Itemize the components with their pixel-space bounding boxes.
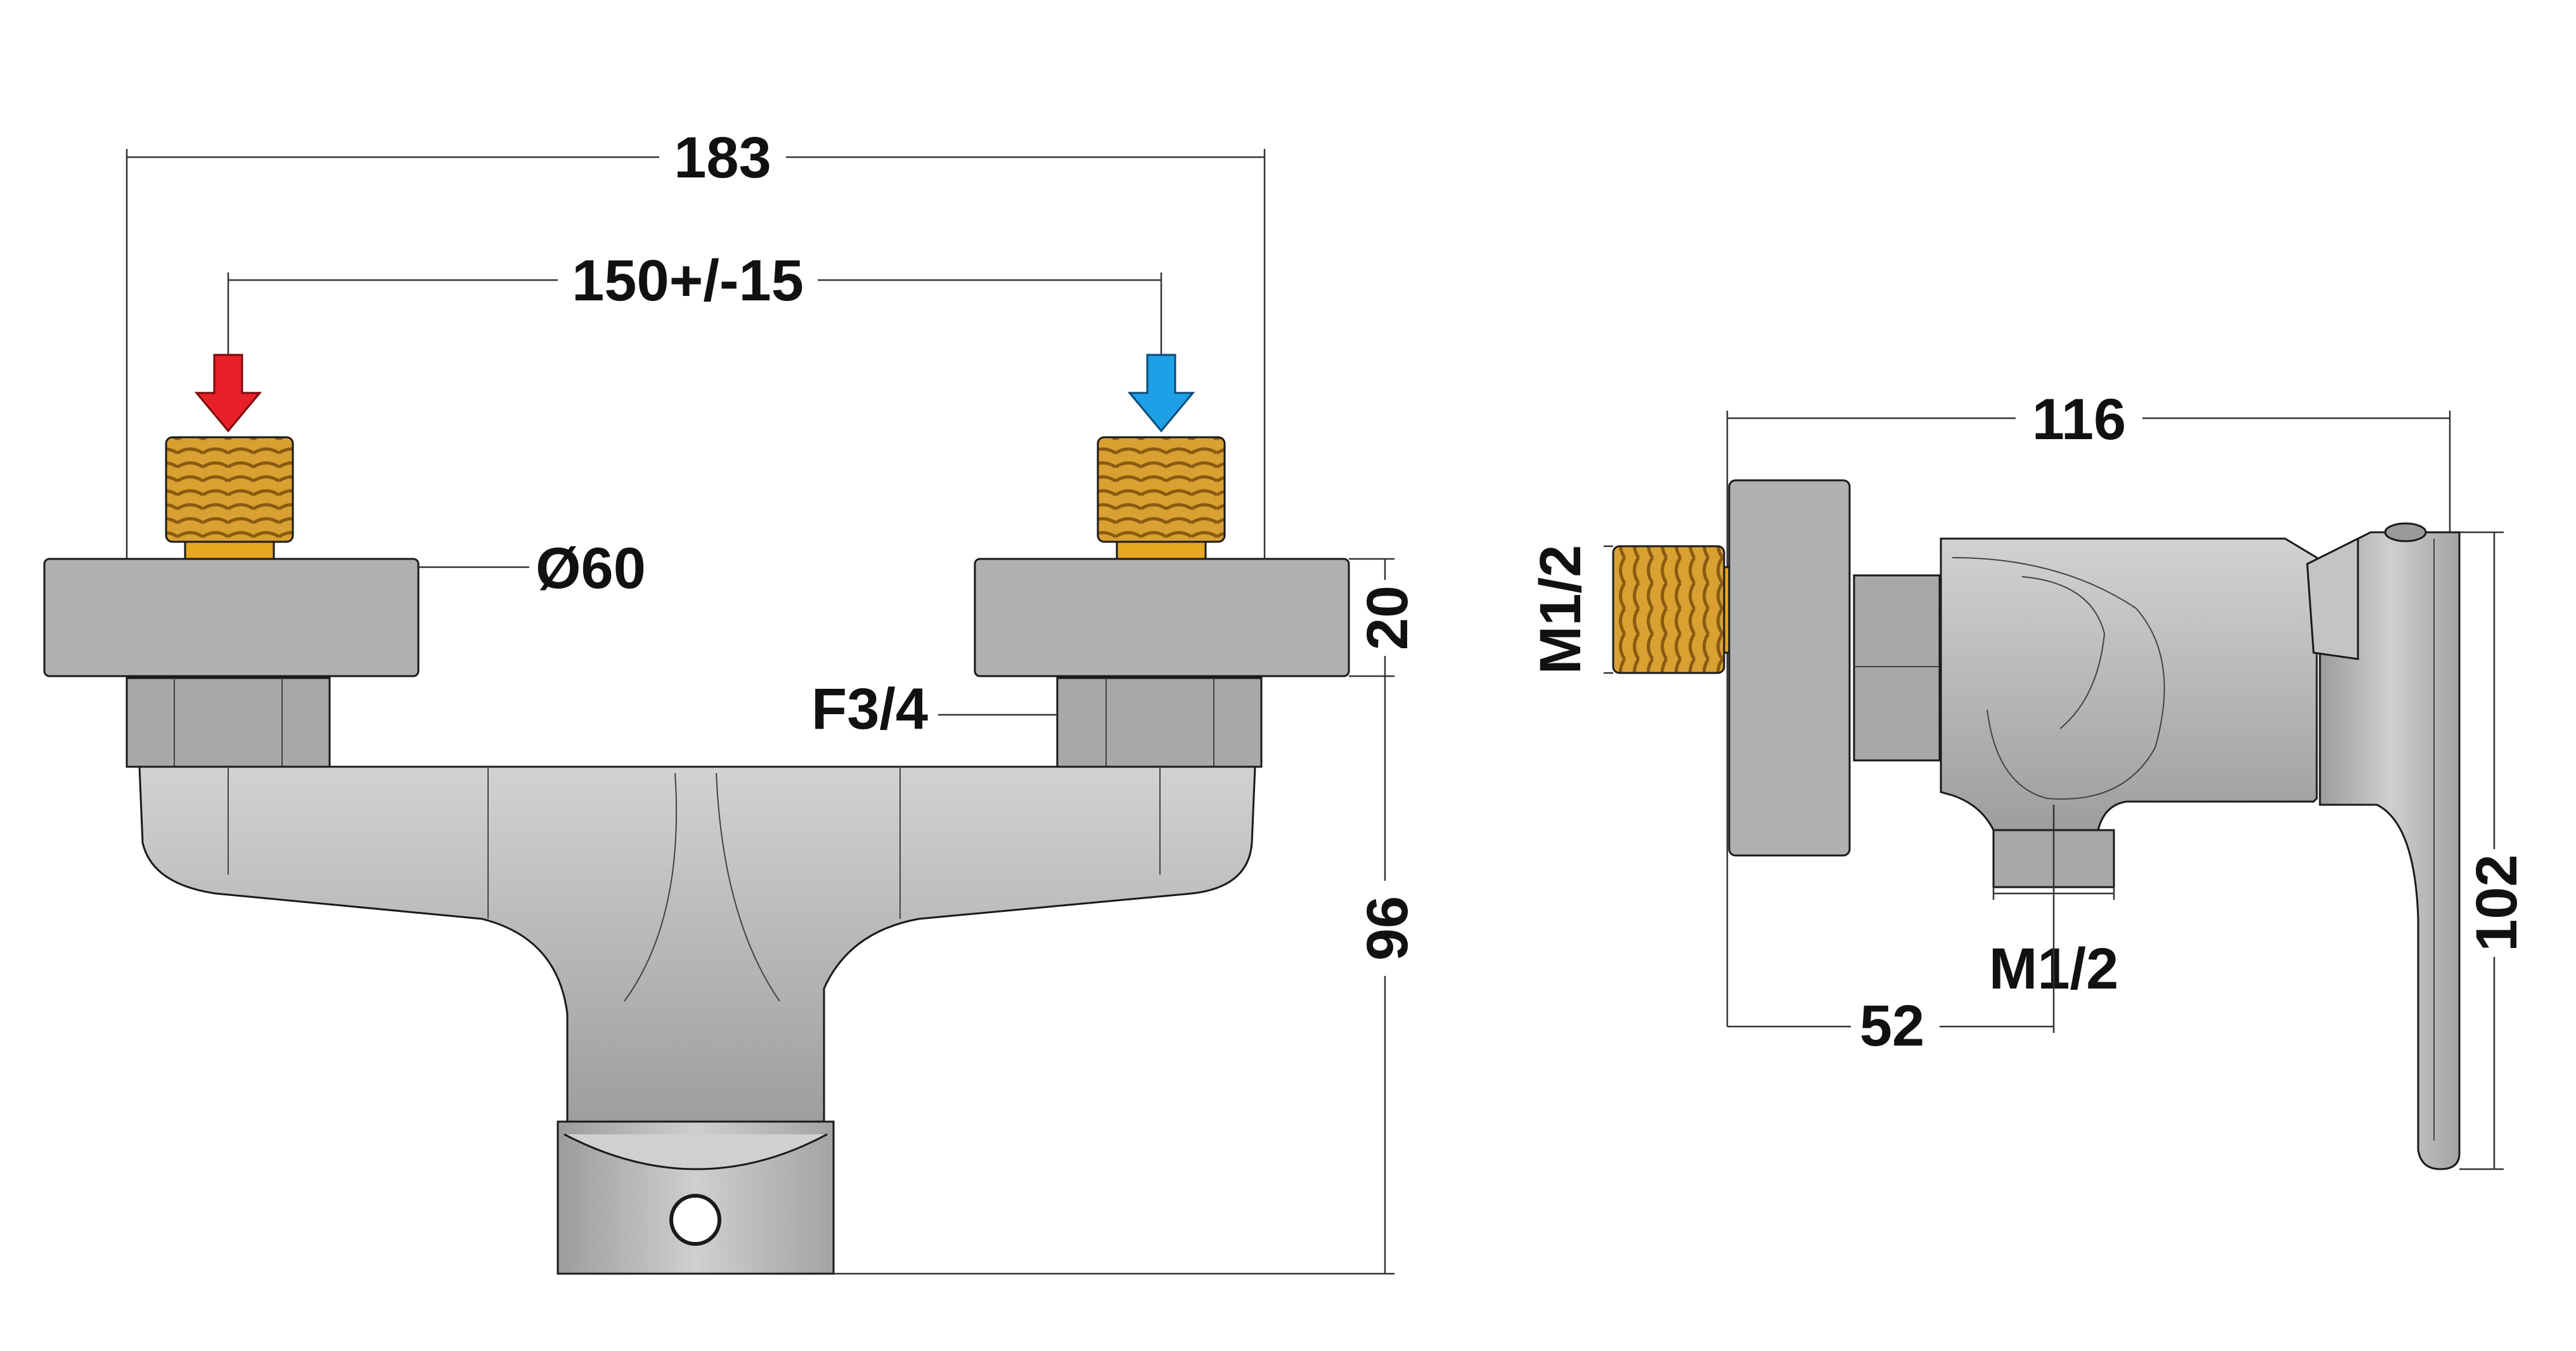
side-flange: [1728, 479, 1851, 857]
side-view: 116 M1/2 M1/2: [1528, 387, 2529, 1170]
body-height-label: 96: [1355, 896, 1420, 961]
left-flange: [43, 558, 420, 677]
dimension-116: 116: [1726, 387, 2451, 1027]
dimension-flange-diameter: Ø60: [418, 536, 646, 601]
nut-thread-label: F3/4: [811, 677, 928, 741]
blue-down-arrow-icon: [1127, 354, 1195, 433]
right-nut: [1056, 677, 1263, 768]
red-down-arrow-icon: [194, 354, 262, 433]
left-inlet-thread: [165, 436, 294, 562]
total-height-label: 102: [2464, 854, 2529, 952]
flange-diameter-label: Ø60: [536, 536, 646, 601]
dimension-inlet-spacing: 150+/-15: [227, 248, 1162, 355]
dimension-body-height: 96: [834, 881, 1420, 1275]
outlet-offset-label: 52: [1860, 994, 1924, 1058]
mixer-body: [138, 765, 1256, 1123]
right-flange: [974, 558, 1350, 677]
dimension-nut-thread: F3/4: [811, 677, 1057, 741]
inlet-thread-label: M1/2: [1528, 545, 1593, 675]
overall-width-label: 183: [674, 125, 771, 190]
side-inlet-thread: M1/2: [1528, 545, 1744, 675]
inlet-spacing-label: 150+/-15: [572, 248, 804, 313]
overall-depth-label: 116: [2032, 387, 2126, 452]
dimension-183: 183: [126, 125, 1266, 691]
dimension-total-height: 102: [2459, 531, 2529, 1170]
dimension-flange-height: 20: [1349, 558, 1420, 1274]
dimension-outlet-offset: 52: [1727, 805, 2055, 1058]
set-screw-hole: [669, 1194, 721, 1246]
bottom-cap: [557, 1120, 835, 1275]
right-inlet-thread: [1097, 436, 1226, 562]
side-body: [1940, 537, 2318, 831]
flange-height-label: 20: [1355, 586, 1420, 650]
left-nut: [126, 677, 331, 768]
front-view: 183 150+/-15: [43, 125, 1420, 1275]
lever-handle: [2306, 522, 2461, 1170]
side-nut: [1853, 574, 1941, 762]
